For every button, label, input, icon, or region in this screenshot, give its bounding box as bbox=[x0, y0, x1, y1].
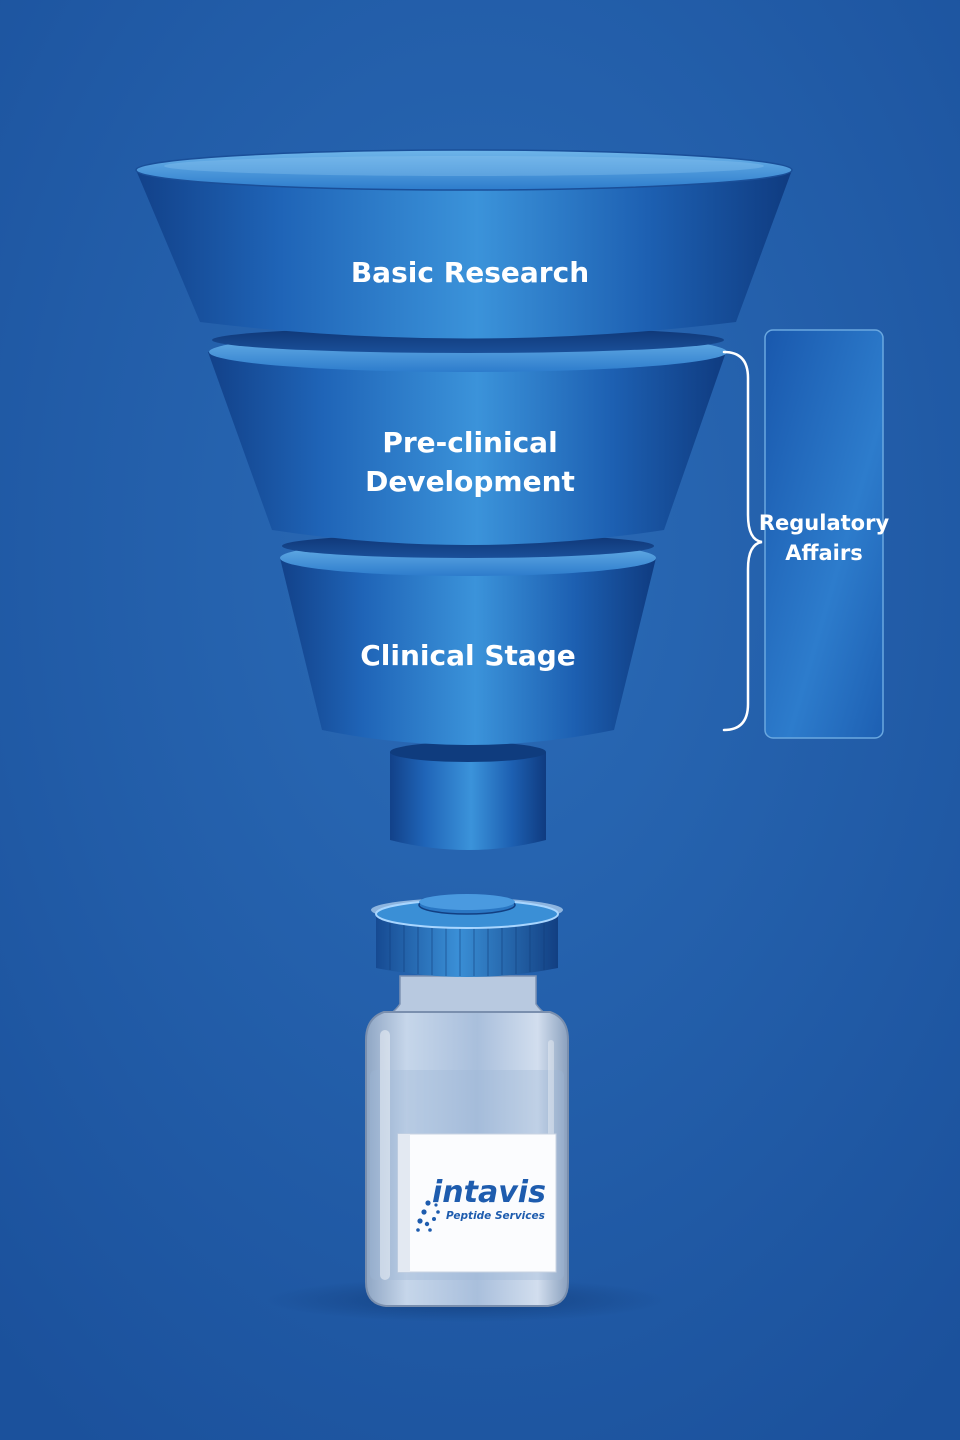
brand-tagline: Peptide Services bbox=[446, 1210, 545, 1222]
bracket bbox=[722, 350, 763, 732]
stage-label-preclinical-line2: Development bbox=[365, 465, 575, 498]
stage-label-clinical: Clinical Stage bbox=[360, 639, 576, 672]
funnel-spout bbox=[390, 742, 546, 850]
funnel-section-basic bbox=[135, 149, 793, 339]
sun-icon bbox=[416, 1200, 440, 1232]
brand-name: intavis bbox=[432, 1175, 546, 1210]
vial-cap bbox=[371, 894, 563, 977]
stage-label-preclinical-line1: Pre-clinical bbox=[382, 426, 557, 459]
side-box-label-line1: Regulatory bbox=[759, 511, 890, 535]
vial bbox=[365, 975, 569, 1307]
intavis-logo: intavis Peptide Services bbox=[416, 1175, 546, 1232]
side-box-label-line2: Affairs bbox=[785, 541, 863, 565]
stage-label-basic: Basic Research bbox=[351, 256, 589, 289]
regulatory-affairs-box: Regulatory Affairs bbox=[759, 329, 890, 739]
